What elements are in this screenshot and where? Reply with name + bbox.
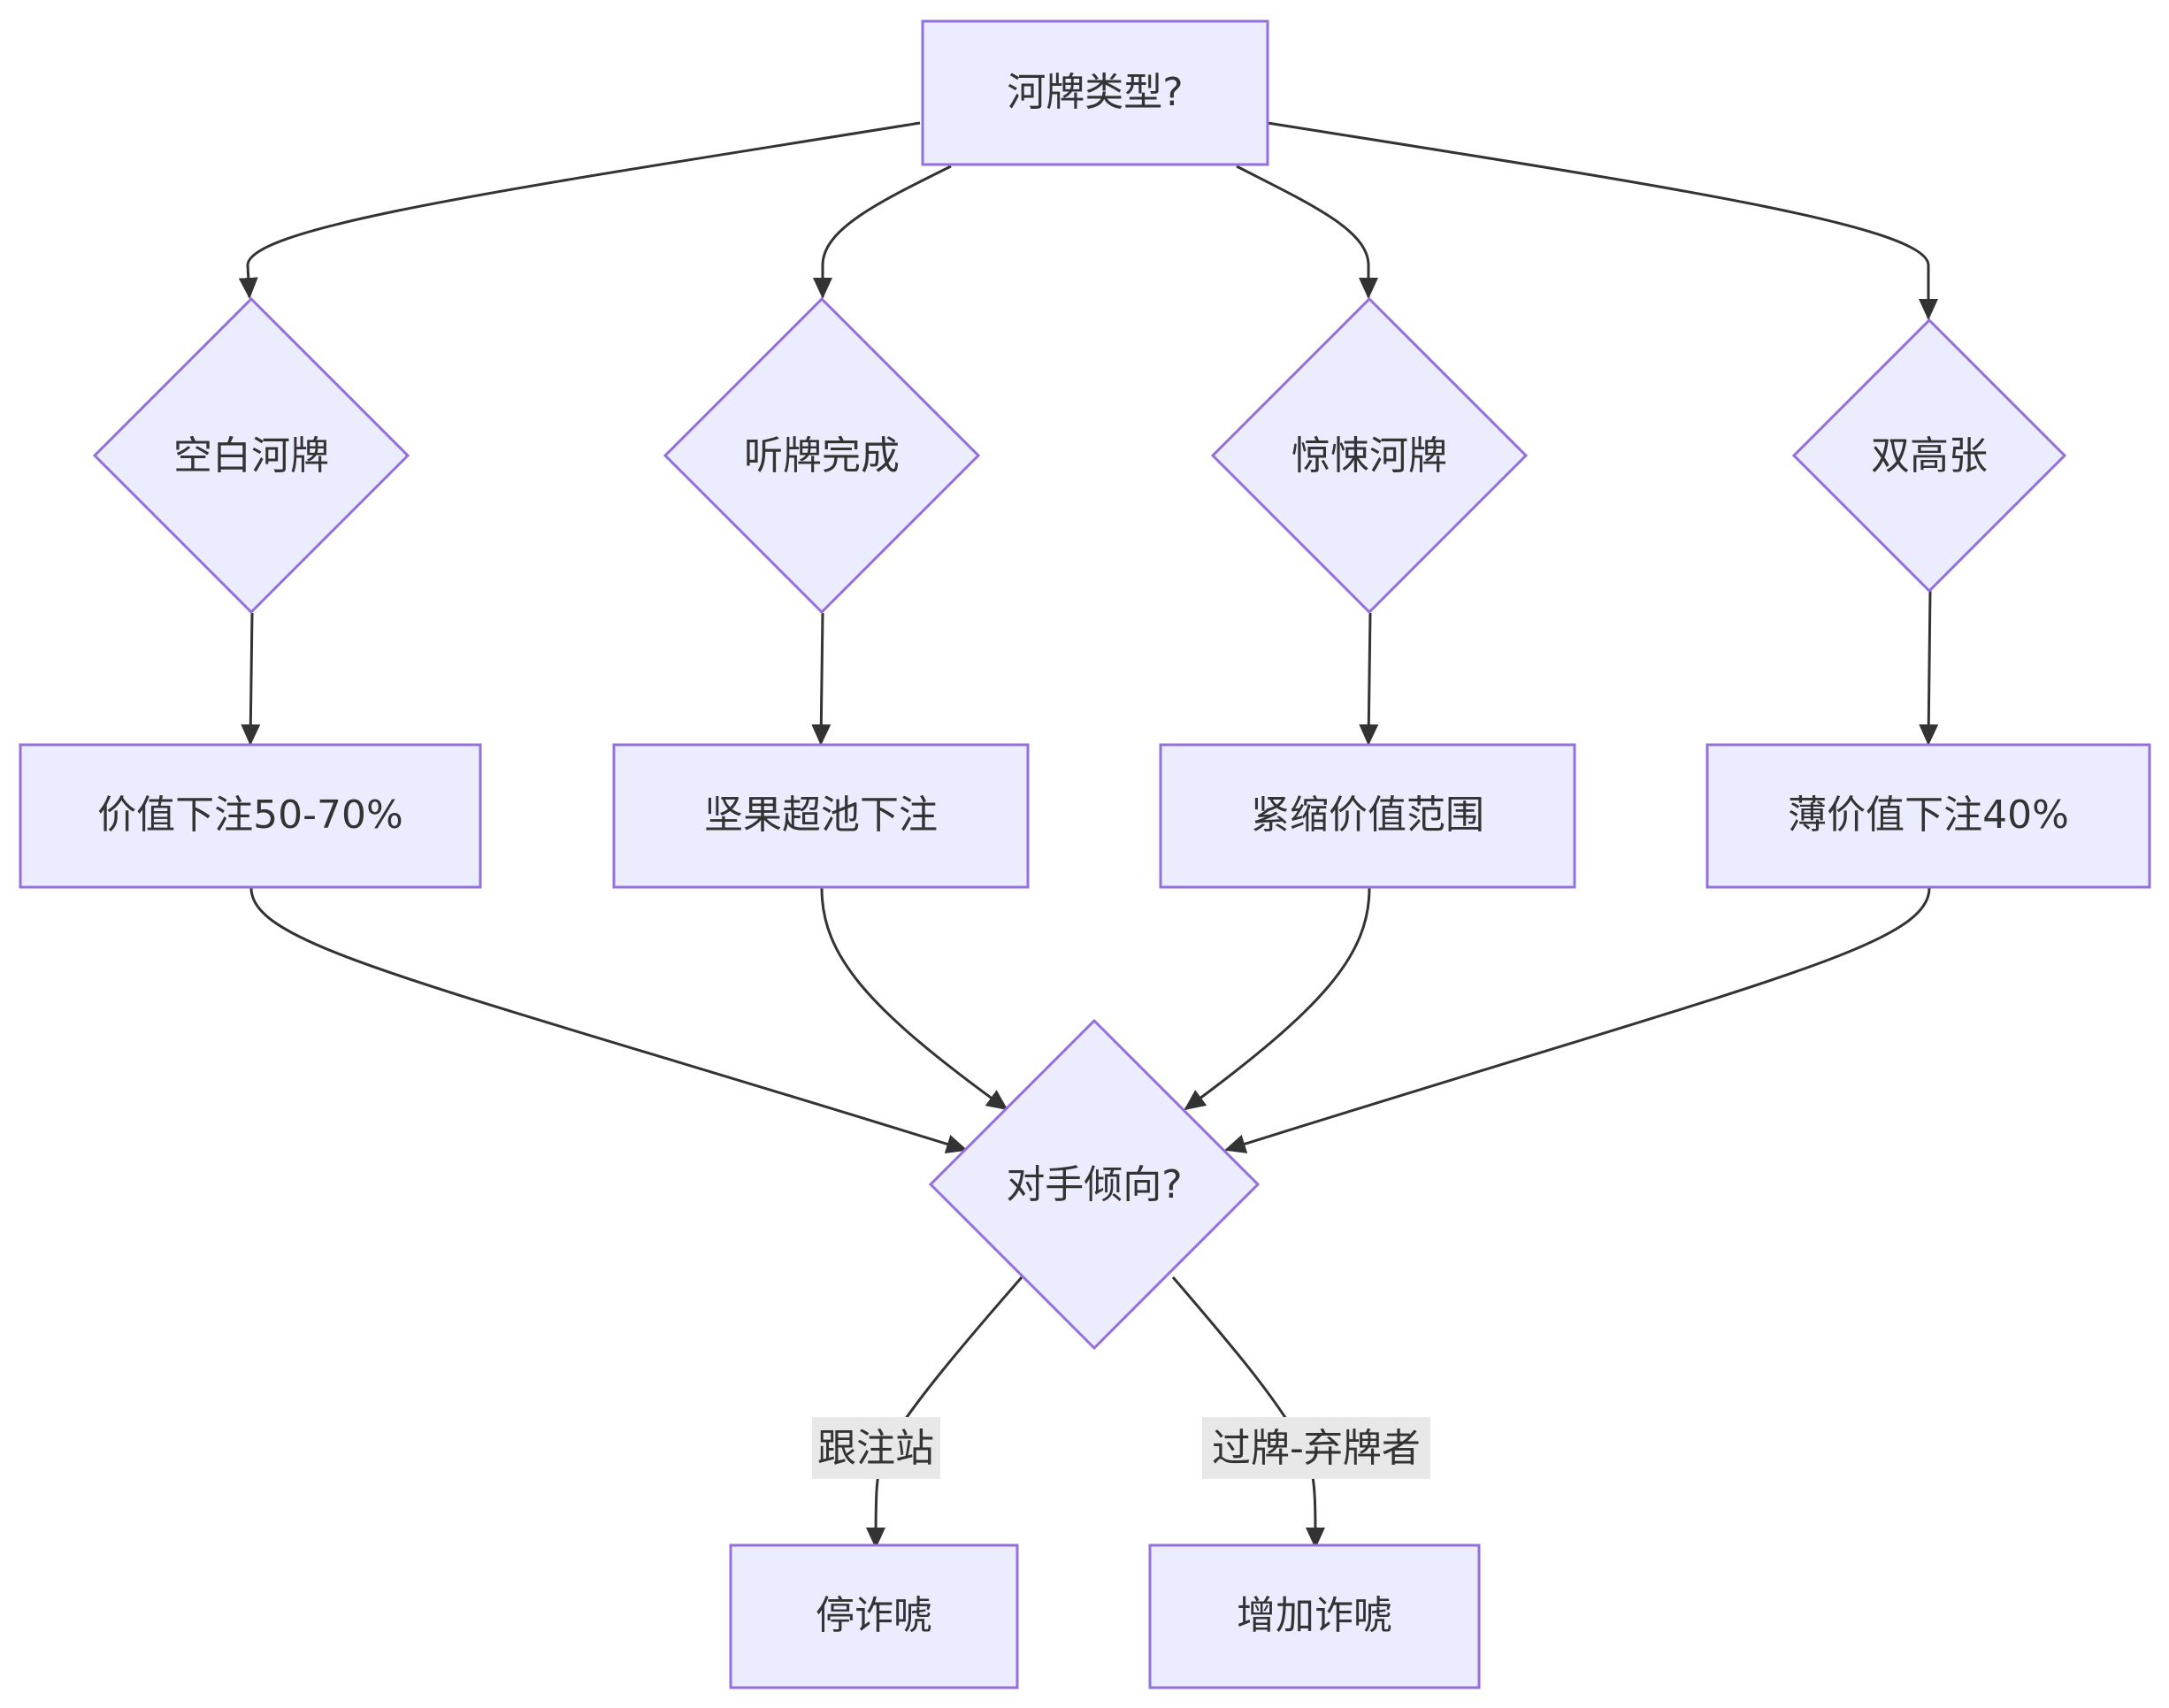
edge-label-check-folder: 过牌-弃牌者 [1202, 1417, 1430, 1479]
node-scare-river: 惊悚河牌 [1210, 296, 1529, 615]
node-blank-river: 空白河牌 [92, 296, 410, 615]
edge-scare-to-tighten [1359, 612, 1379, 746]
edge-opponent-to-add [1171, 1276, 1325, 1549]
node-value-bet: 价值下注50-70% [19, 743, 482, 889]
edge-label-calling-station: 跟注站 [812, 1417, 940, 1479]
node-blank-river-text: 空白河牌 [173, 433, 329, 479]
node-draw-completed-text: 听牌完成 [744, 433, 900, 479]
edge-tighten-to-opponent [1184, 887, 1371, 1111]
node-scare-river-text: 惊悚河牌 [1291, 433, 1447, 479]
edge-nuts-to-opponent [820, 887, 1008, 1111]
node-river-type: 河牌类型? [921, 19, 1269, 166]
node-stop-bluff: 停诈唬 [729, 1543, 1019, 1689]
edge-river-to-scare [1236, 165, 1378, 299]
node-river-type-text: 河牌类型? [1007, 70, 1183, 115]
edge-river-to-double [1267, 121, 1938, 320]
node-double-high-text: 双高张 [1871, 433, 1988, 479]
edge-double-to-thin [1919, 590, 1939, 746]
node-draw-completed: 听牌完成 [663, 296, 981, 615]
node-add-bluff-text: 增加诈唬 [1237, 1593, 1392, 1638]
edge-river-to-blank [238, 121, 921, 299]
node-tighten-value-text: 紧缩价值范围 [1251, 793, 1484, 838]
node-opponent-tendency: 对手倾向? [928, 1018, 1261, 1351]
edge-label-check-folder-text: 过牌-弃牌者 [1212, 1426, 1421, 1471]
node-double-high: 双高张 [1791, 318, 2067, 594]
node-stop-bluff-text: 停诈唬 [816, 1593, 932, 1638]
node-nuts-overbet: 坚果超池下注 [612, 743, 1030, 889]
node-add-bluff: 增加诈唬 [1148, 1543, 1481, 1689]
node-tighten-value: 紧缩价值范围 [1159, 743, 1576, 889]
edge-label-calling-station-text: 跟注站 [817, 1426, 934, 1471]
edge-value-to-opponent [249, 887, 968, 1153]
node-value-bet-text: 价值下注50-70% [97, 793, 403, 838]
node-thin-value-text: 薄价值下注40% [1788, 793, 2069, 838]
edge-thin-to-opponent [1224, 887, 1931, 1153]
edge-draw-to-nuts [811, 612, 832, 746]
node-nuts-overbet-text: 坚果超池下注 [704, 793, 938, 838]
edge-blank-to-value [241, 612, 261, 746]
edge-opponent-to-stop [866, 1276, 1023, 1549]
node-thin-value: 薄价值下注40% [1705, 743, 2151, 889]
node-opponent-tendency-text: 对手倾向? [1006, 1162, 1182, 1207]
edge-river-to-draw [813, 165, 952, 299]
